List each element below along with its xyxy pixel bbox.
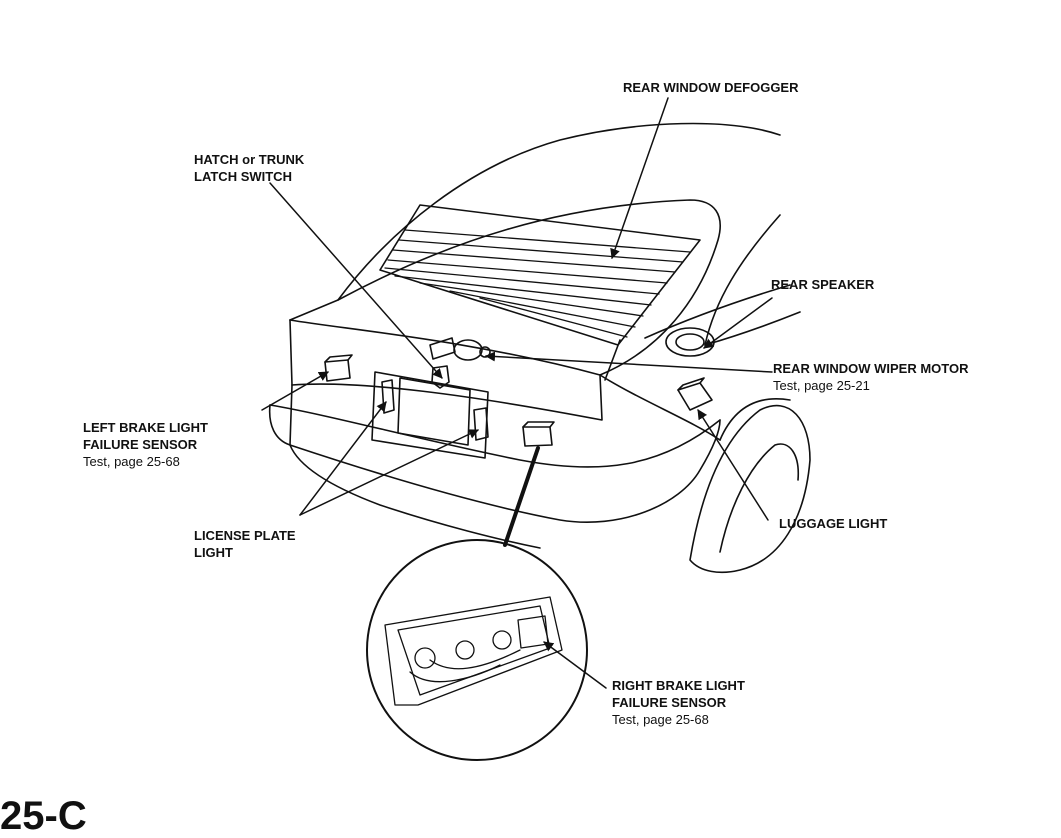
wiper-motor-shape bbox=[429, 337, 491, 361]
label-luggage-light-text: LUGGAGE LIGHT bbox=[779, 516, 888, 531]
luggage-light-shape bbox=[677, 382, 713, 411]
label-left-sensor-test: Test, page 25-68 bbox=[83, 454, 180, 469]
page-number-fragment: 25-C bbox=[0, 794, 87, 838]
rear-speaker-shape bbox=[665, 327, 715, 357]
label-hatch-line2: LATCH SWITCH bbox=[194, 169, 292, 184]
label-luggage-light: LUGGAGE LIGHT bbox=[779, 515, 887, 532]
label-wiper-motor: REAR WINDOW WIPER MOTOR Test, page 25-21 bbox=[773, 360, 968, 394]
label-rear-speaker: REAR SPEAKER bbox=[771, 276, 874, 293]
rear-wheel bbox=[689, 404, 811, 574]
label-right-sensor-line2: FAILURE SENSOR bbox=[612, 695, 727, 710]
detail-tail-light bbox=[384, 596, 563, 706]
label-left-sensor-line1: LEFT BRAKE LIGHT bbox=[83, 420, 208, 435]
label-license-plate-light: LICENSE PLATE LIGHT bbox=[194, 527, 296, 561]
label-right-sensor-line1: RIGHT BRAKE LIGHT bbox=[612, 678, 745, 693]
hatch-outline bbox=[337, 199, 721, 376]
label-right-brake-sensor: RIGHT BRAKE LIGHT FAILURE SENSOR Test, p… bbox=[612, 677, 745, 728]
right-pillar bbox=[704, 214, 781, 346]
defogger-grid bbox=[384, 229, 691, 338]
label-rear-window-defogger-text: REAR WINDOW DEFOGGER bbox=[623, 80, 799, 95]
label-license-line2: LIGHT bbox=[194, 545, 233, 560]
leader-lines bbox=[261, 97, 773, 689]
car-rear-illustration bbox=[261, 97, 811, 761]
left-body-edge bbox=[289, 319, 293, 386]
label-left-brake-sensor: LEFT BRAKE LIGHT FAILURE SENSOR Test, pa… bbox=[83, 419, 208, 470]
license-recess bbox=[371, 371, 489, 459]
right-quarter bbox=[704, 311, 801, 346]
label-rear-speaker-text: REAR SPEAKER bbox=[771, 277, 875, 292]
label-wiper-motor-test: Test, page 25-21 bbox=[773, 378, 870, 393]
latch-switch-shape bbox=[431, 365, 450, 389]
left-sensor-box bbox=[324, 359, 351, 382]
label-rear-window-defogger: REAR WINDOW DEFOGGER bbox=[623, 79, 799, 96]
license-lamp-left bbox=[381, 379, 395, 414]
rear-glass bbox=[379, 204, 701, 346]
label-wiper-motor-text: REAR WINDOW WIPER MOTOR bbox=[773, 361, 969, 376]
bumper bbox=[268, 404, 721, 524]
detail-magnifier bbox=[366, 539, 588, 761]
label-hatch-line1: HATCH or TRUNK bbox=[194, 152, 305, 167]
label-license-line1: LICENSE PLATE bbox=[194, 528, 296, 543]
label-right-sensor-test: Test, page 25-68 bbox=[612, 712, 709, 727]
rear-panel bbox=[289, 319, 603, 421]
label-left-sensor-line2: FAILURE SENSOR bbox=[83, 437, 198, 452]
right-sensor-box bbox=[522, 426, 553, 447]
roof-outline bbox=[337, 122, 781, 301]
label-hatch-latch-switch: HATCH or TRUNK LATCH SWITCH bbox=[194, 151, 304, 185]
